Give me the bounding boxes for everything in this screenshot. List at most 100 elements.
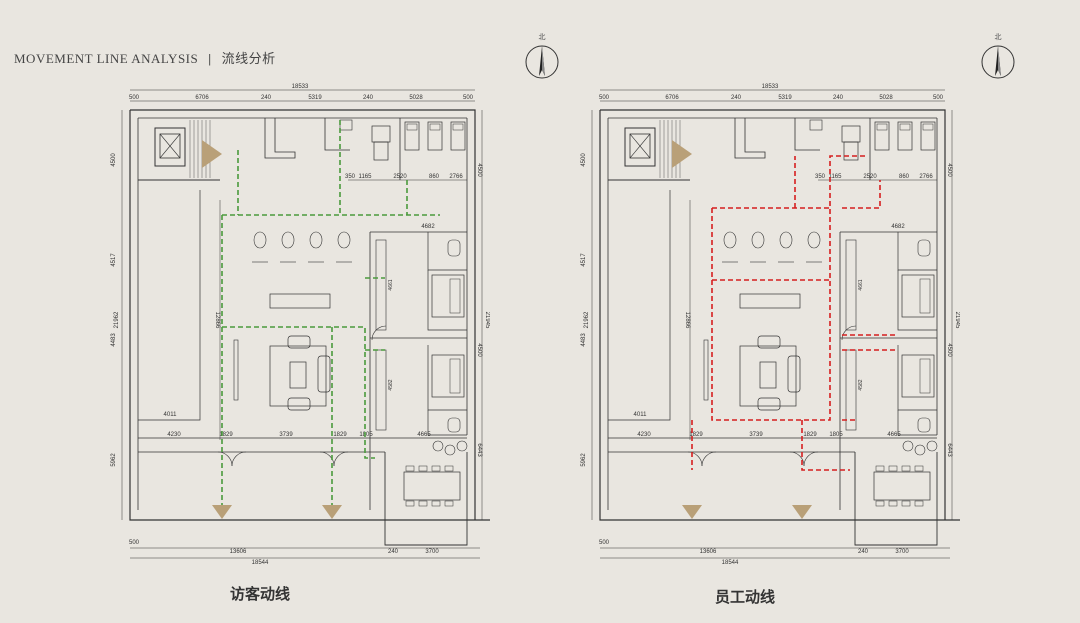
outer-wall — [600, 109, 946, 520]
chair — [418, 465, 428, 472]
mannequin-icon — [253, 231, 267, 249]
elevator-car — [629, 133, 651, 159]
dim-top-segment: 5319 — [308, 95, 322, 101]
meeting-table — [873, 471, 931, 501]
partition — [264, 118, 296, 159]
dim-base-240: 240 — [858, 549, 869, 555]
mannequin-icon — [807, 231, 821, 249]
dim-right-total: 21945 — [484, 312, 490, 329]
dim-right-segment: 6443 — [946, 443, 952, 457]
room-wall — [427, 410, 467, 436]
exit-arrow-icon — [212, 505, 232, 519]
toilet-icon — [917, 417, 931, 433]
compass-label: 北 — [994, 33, 1002, 41]
exit-arrow-icon — [792, 505, 812, 519]
dim-bottom-segment: 1829 — [803, 432, 817, 438]
door-swing — [687, 451, 703, 467]
pillow — [429, 123, 441, 131]
dim-mid-segment: 1165 — [829, 174, 843, 180]
chair — [901, 465, 911, 472]
dim-mid-segment: 1165 — [359, 174, 373, 180]
toilet-icon — [447, 417, 461, 433]
plant-icon — [444, 444, 456, 456]
exit-arrow-icon — [322, 505, 342, 519]
door-swing — [841, 325, 857, 341]
sofa-icon — [287, 397, 311, 411]
rug — [269, 345, 327, 407]
dim-right-segment: 6443 — [476, 443, 482, 457]
door-swing — [803, 451, 819, 467]
caption-visitor-route: 访客动线 — [230, 585, 291, 603]
dim-top-segment: 5028 — [879, 95, 893, 101]
dim-inner-a: 4661 — [388, 279, 394, 290]
room-wall — [427, 270, 467, 331]
wardrobe — [375, 349, 387, 431]
sofa-icon — [757, 335, 781, 349]
chair — [888, 500, 898, 507]
bed — [901, 274, 935, 318]
dim-mid-segment: 350 — [815, 174, 826, 180]
pillow — [452, 123, 464, 131]
rug — [739, 345, 797, 407]
dim-mid-segment: 860 — [429, 174, 440, 180]
elevator-cross — [159, 133, 181, 159]
dim-base-b: 3700 — [895, 549, 909, 555]
mannequin-icon — [309, 231, 323, 249]
partition — [734, 118, 766, 159]
dim-bottom-segment: 4665 — [887, 432, 901, 438]
outer-wall — [599, 110, 960, 521]
pillow — [899, 123, 911, 131]
dim-base-total: 18544 — [252, 560, 269, 566]
dim-right-segment: 4500 — [946, 343, 952, 357]
plant-icon — [902, 440, 914, 452]
dim-base-240: 240 — [388, 549, 399, 555]
door-swing — [333, 451, 349, 467]
bed — [901, 354, 935, 398]
desk — [843, 141, 859, 161]
dim-top-segment: 6706 — [665, 95, 679, 101]
caption-staff-route: 员工动线 — [715, 588, 776, 606]
dim-base-b: 3700 — [425, 549, 439, 555]
dim-top-segment: 240 — [363, 95, 374, 101]
chair — [444, 500, 454, 507]
sink — [809, 119, 823, 131]
dim-left-segment: 4517 — [581, 253, 587, 267]
dim-inner-b: 4582 — [858, 379, 864, 390]
door-swing — [701, 451, 717, 467]
dim-left-segment: 4483 — [111, 333, 117, 347]
dim-right-segment: 4500 — [476, 343, 482, 357]
pillow — [449, 278, 461, 314]
outer-wall — [129, 110, 490, 521]
dim-room-width: 4682 — [891, 224, 905, 230]
chair — [914, 465, 924, 472]
dim-mid-segment: 860 — [899, 174, 910, 180]
dim-left-segment: 5962 — [581, 453, 587, 467]
dim-top-segment: 5028 — [409, 95, 423, 101]
pillow — [919, 278, 931, 314]
dim-top-segment: 500 — [463, 95, 474, 101]
display-table — [739, 293, 801, 309]
header-title-cn: 流线分析 — [221, 52, 276, 67]
dim-bottom-segment: 4230 — [637, 432, 651, 438]
north-compass-icon: 北 — [524, 33, 560, 80]
bed — [897, 121, 913, 151]
pillow — [449, 358, 461, 394]
dim-right-segment: 4500 — [946, 163, 952, 177]
bed — [404, 121, 420, 151]
route-path — [842, 180, 881, 209]
exit-arrow-icon — [682, 505, 702, 519]
dim-bottom-segment: 1805 — [359, 432, 373, 438]
plant-icon — [926, 440, 938, 452]
entry-arrow-icon — [202, 140, 222, 168]
mannequin-icon — [281, 231, 295, 249]
dim-base-total: 18544 — [722, 560, 739, 566]
dim-left-segment: 4500 — [581, 153, 587, 167]
bed — [431, 274, 465, 318]
dim-top-segment: 500 — [129, 95, 140, 101]
dim-top-segment: 240 — [731, 95, 742, 101]
chair — [431, 500, 441, 507]
mannequin-icon — [723, 231, 737, 249]
partition — [794, 118, 820, 151]
